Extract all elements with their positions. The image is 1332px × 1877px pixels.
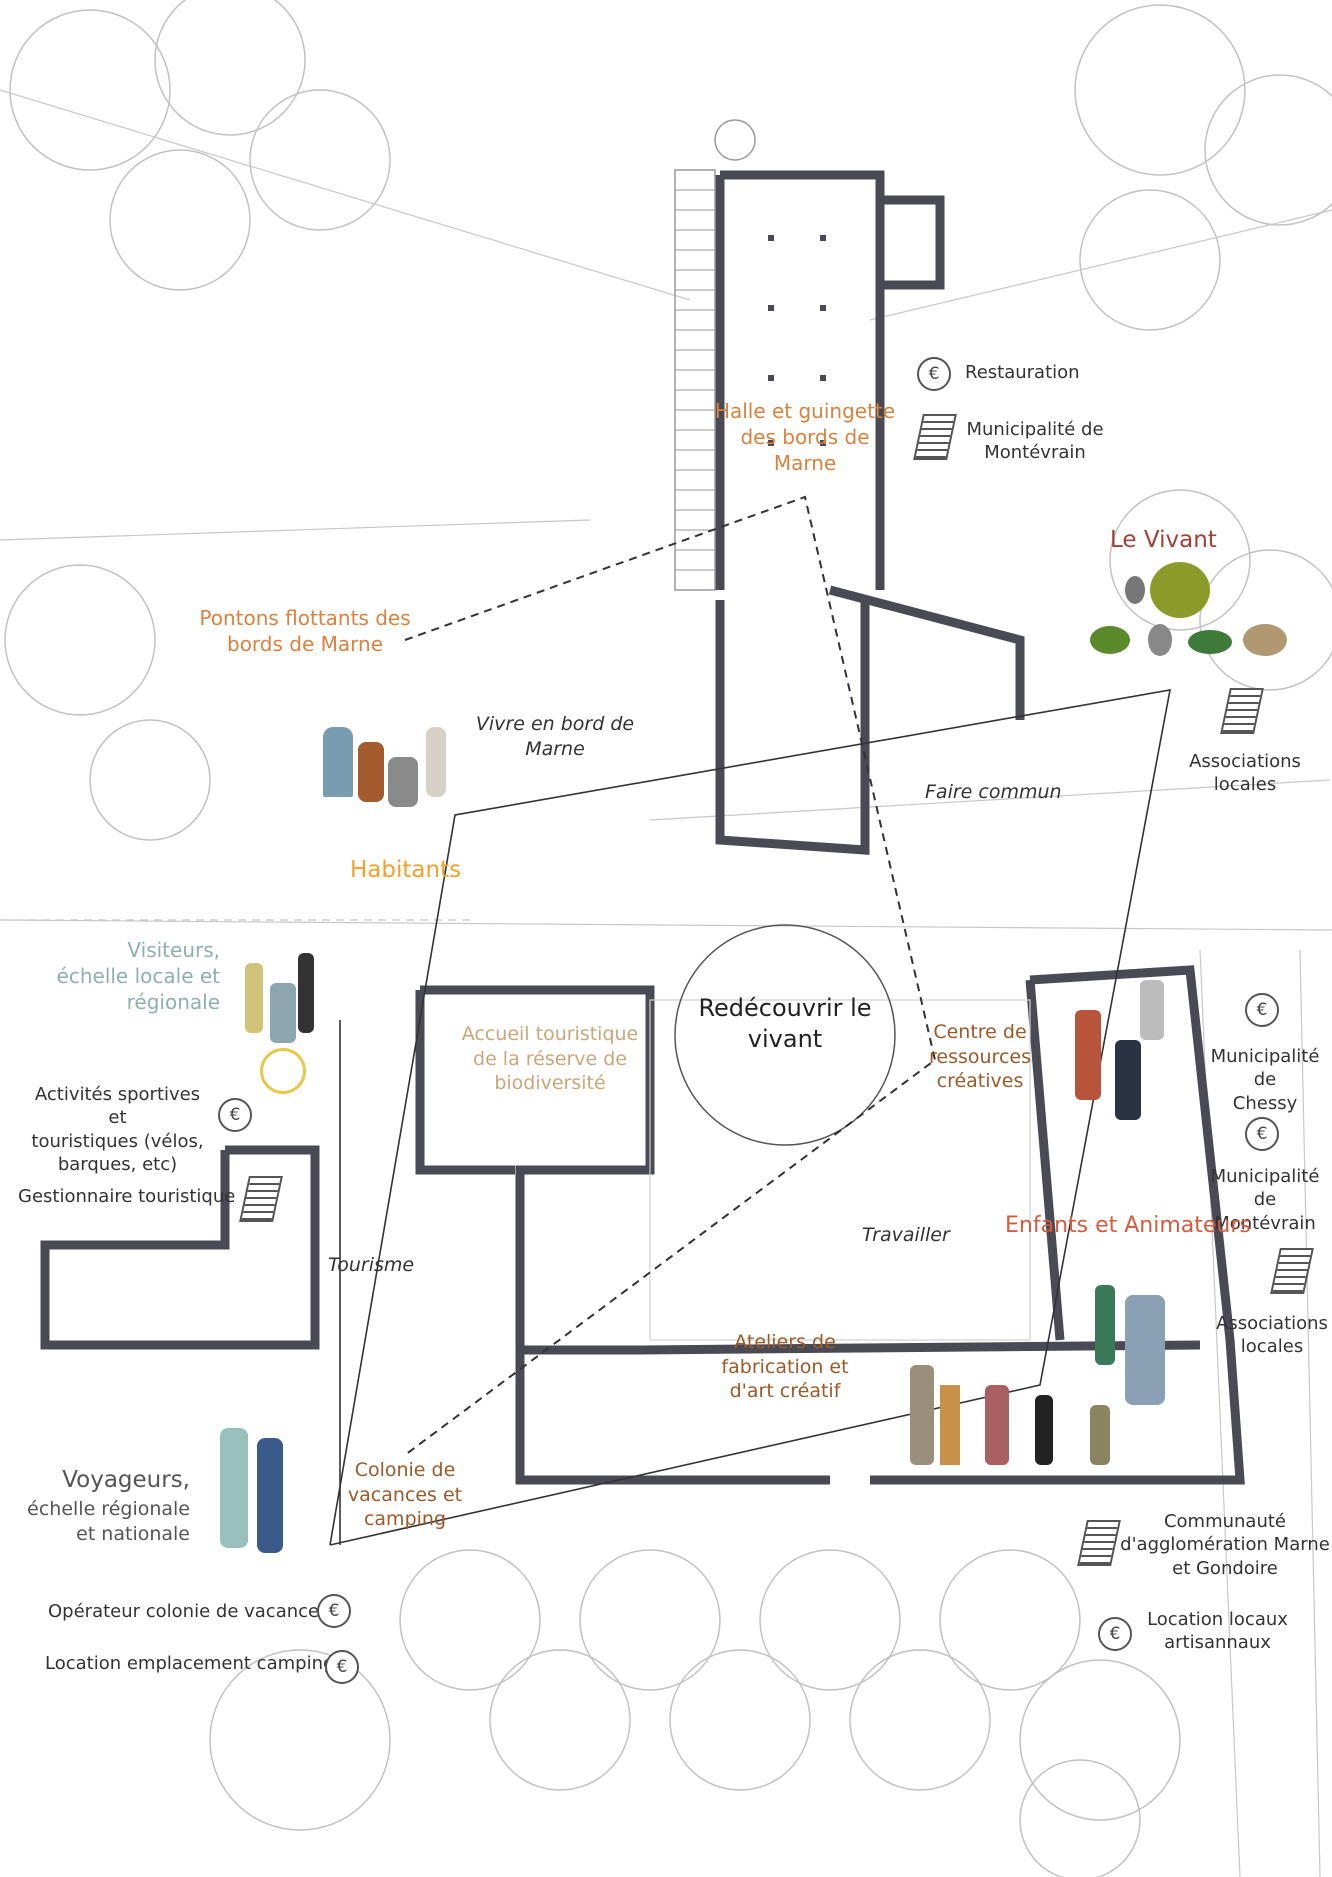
- tree-canopy: [1019, 1759, 1141, 1877]
- ateliers-people-illustration: [905, 1275, 1185, 1475]
- faire-commun-label: Faire commun: [925, 781, 1062, 803]
- redecouvrir-circle: [674, 924, 896, 1146]
- tree-canopy: [1019, 1659, 1181, 1821]
- euro-icon: €: [1245, 1117, 1279, 1151]
- enfants-people-illustration: [1070, 980, 1180, 1140]
- le-vivant-label: Le Vivant: [1110, 527, 1217, 553]
- tree-canopy: [209, 1649, 391, 1831]
- tree-canopy: [89, 719, 211, 841]
- halle-building: [715, 170, 1025, 855]
- vivant-illustration: [1090, 562, 1287, 656]
- halle-stairs: [674, 169, 716, 591]
- travailler-label: Travailler: [862, 1224, 950, 1246]
- visiteurs-people-illustration: [240, 948, 350, 1098]
- communaute-label: Communauté d'agglomération Marne et Gond…: [1120, 1511, 1330, 1579]
- location-locaux-label: Location locaux artisannaux: [1147, 1609, 1288, 1654]
- activites-label: Activités sportives et touristiques (vél…: [31, 1084, 204, 1176]
- tree-canopy: [1109, 489, 1251, 631]
- municipalite-chessy-label: Municipalité de Chessy: [1210, 1046, 1320, 1114]
- voyageurs-label: Voyageurs,: [62, 1467, 190, 1493]
- voyageurs-sub-label: échelle régionale et nationale: [27, 1498, 190, 1545]
- tree-canopy: [1079, 189, 1221, 331]
- west-annex: [40, 1145, 320, 1350]
- associations-right-label: Associations locales: [1216, 1313, 1328, 1358]
- tree-canopy: [849, 1649, 991, 1791]
- tree-canopy: [109, 149, 251, 291]
- colonie-label: Colonie de vacances et camping: [347, 1459, 463, 1531]
- redecouvrir-label: Redécouvrir le vivant: [698, 994, 872, 1054]
- municipalite-montevrain-right-label: Municipalité de Montévrain: [1210, 1166, 1320, 1234]
- tree-canopy: [4, 564, 156, 716]
- tree-canopy: [399, 1549, 541, 1691]
- tree-canopy: [579, 1549, 721, 1691]
- accueil-label: Accueil touristique de la réserve de bio…: [461, 1023, 639, 1095]
- spiral-stair: [714, 119, 756, 161]
- tree-canopy: [9, 9, 171, 171]
- enfants-label: Enfants et Animateurs: [1005, 1213, 1251, 1238]
- habitants-label: Habitants: [350, 857, 462, 883]
- vivre-label: Vivre en bord de Marne: [475, 713, 635, 760]
- location-camping-label: Location emplacement camping: [45, 1653, 335, 1674]
- tree-canopy: [939, 1549, 1081, 1691]
- euro-icon: €: [325, 1650, 359, 1684]
- pontons-label: Pontons flottants des bords de Marne: [199, 606, 411, 656]
- tree-canopy: [154, 0, 306, 136]
- euro-icon: €: [218, 1098, 252, 1132]
- tree-canopy: [1204, 74, 1332, 226]
- euro-icon: €: [1245, 993, 1279, 1027]
- courtyard: [649, 999, 1031, 1341]
- habitants-people-illustration: [318, 712, 458, 822]
- municipalite-montevrain-top-label: Municipalité de Montévrain: [966, 419, 1104, 464]
- euro-icon: €: [1098, 1617, 1132, 1651]
- operateur-label: Opérateur colonie de vacance: [48, 1601, 320, 1622]
- restauration-label: Restauration: [965, 362, 1080, 383]
- tree-canopy: [489, 1649, 631, 1791]
- halle-columns: [768, 235, 826, 446]
- tourisme-label: Tourisme: [328, 1254, 415, 1276]
- centre-label: Centre de ressources créatives: [929, 1021, 1031, 1093]
- halle-label: Halle et guingette des bords de Marne: [714, 399, 896, 475]
- associations-top-label: Associations locales: [1189, 751, 1301, 796]
- tree-canopy: [669, 1649, 811, 1791]
- tree-canopy: [1199, 549, 1332, 691]
- euro-icon: €: [917, 357, 951, 391]
- visiteurs-label: Visiteurs, échelle locale et régionale: [56, 938, 220, 1014]
- tree-canopy: [249, 89, 391, 231]
- euro-icon: €: [317, 1594, 351, 1628]
- voyageurs-people-illustration: [215, 1418, 295, 1558]
- gestionnaire-label: Gestionnaire touristique: [18, 1186, 236, 1207]
- tree-canopy: [759, 1549, 901, 1691]
- context-lines: [0, 89, 1332, 1877]
- solid-zone-lines: [329, 689, 1171, 1546]
- tree-canopies: [4, 0, 1332, 1877]
- dashed-zone: [404, 495, 937, 1456]
- tree-canopy: [1074, 4, 1246, 176]
- ateliers-label: Ateliers de fabrication et d'art créatif: [721, 1331, 849, 1403]
